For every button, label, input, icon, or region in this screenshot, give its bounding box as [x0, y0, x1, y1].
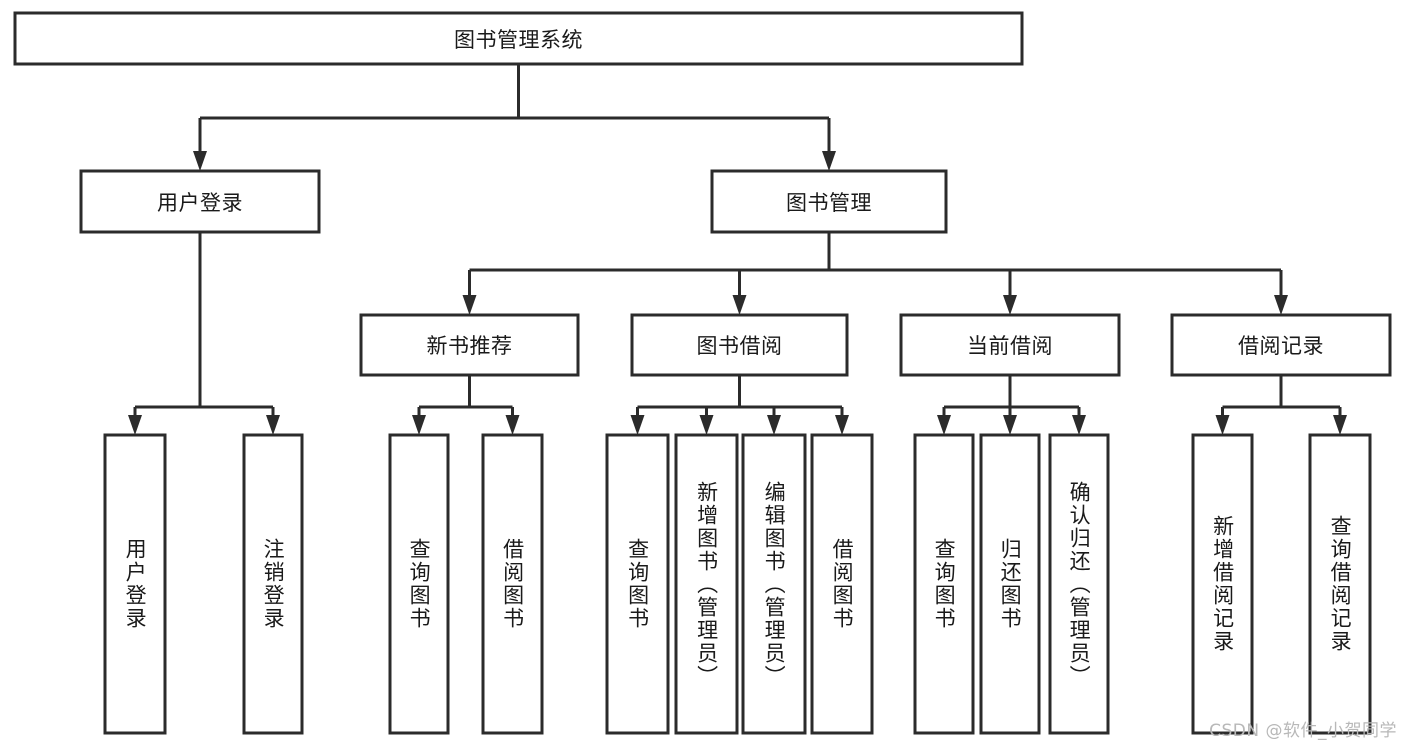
arrow-head [1003, 295, 1017, 315]
arrow-head [1003, 415, 1017, 435]
watermark: CSDN @软件_小贺同学 [1209, 721, 1397, 741]
arrow-head [630, 415, 645, 435]
arrow-head [462, 295, 477, 315]
arrow-head [767, 415, 781, 435]
leaf-box-9 [979, 433, 1041, 735]
leaf-box-10 [1048, 433, 1110, 735]
box-layer [13, 11, 1392, 735]
arrow-head [1215, 415, 1230, 435]
leaf-box-6 [741, 433, 807, 735]
arrow-head [128, 415, 142, 435]
arrow-head [193, 151, 207, 171]
leaf-box-0 [103, 433, 167, 735]
arrow-head [412, 415, 426, 435]
arrow-head [1274, 295, 1288, 315]
arrow-head [1072, 415, 1086, 435]
arrow-head [937, 415, 951, 435]
level2-box-0 [359, 313, 580, 377]
level2-box-1 [630, 313, 849, 377]
leaf-box-1 [242, 433, 304, 735]
level1-box-0 [79, 169, 321, 234]
leaf-box-7 [810, 433, 874, 735]
leaf-box-11 [1191, 433, 1254, 735]
leaf-box-2 [388, 433, 450, 735]
level2-box-3 [1170, 313, 1392, 377]
arrow-head [505, 415, 520, 435]
leaf-box-8 [913, 433, 975, 735]
arrow-head [266, 415, 280, 435]
arrow-head [1333, 415, 1347, 435]
level1-box-1 [710, 169, 948, 234]
leaf-box-12 [1308, 433, 1372, 735]
connector-layer [128, 64, 1347, 435]
level2-box-2 [899, 313, 1121, 377]
leaf-box-5 [674, 433, 739, 735]
arrow-head [822, 151, 836, 171]
arrow-head [732, 295, 747, 315]
root-box [13, 11, 1024, 66]
leaf-box-3 [481, 433, 544, 735]
leaf-box-4 [605, 433, 670, 735]
arrow-head [835, 415, 849, 435]
arrow-head [699, 415, 714, 435]
